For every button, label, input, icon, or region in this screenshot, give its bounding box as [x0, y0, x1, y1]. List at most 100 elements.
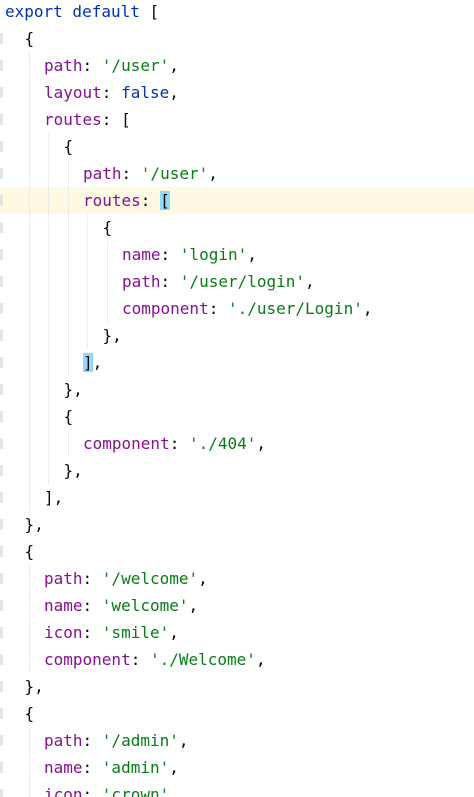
- indent-guide: [48, 349, 49, 376]
- code-line[interactable]: ],: [0, 349, 474, 376]
- code-line[interactable]: {: [0, 25, 474, 52]
- fold-marker[interactable]: [0, 357, 3, 368]
- punctuation-token: ,: [169, 785, 179, 797]
- indent-guide: [28, 79, 30, 106]
- indent-guide: [67, 160, 69, 187]
- code-text: routes: [: [44, 106, 131, 133]
- property-name-token: routes: [83, 191, 141, 210]
- fold-marker[interactable]: [0, 384, 3, 395]
- code-text: name: 'admin',: [44, 754, 179, 781]
- code-line[interactable]: icon: 'crown',: [0, 781, 474, 797]
- punctuation-token: ,: [305, 272, 315, 291]
- code-text: {: [64, 403, 74, 430]
- punctuation-token: {: [63, 137, 74, 156]
- code-text: },: [64, 376, 83, 403]
- code-line[interactable]: path: '/user',: [0, 160, 474, 187]
- code-line[interactable]: component: './404',: [0, 430, 474, 457]
- code-line[interactable]: {: [0, 214, 474, 241]
- punctuation-token: :: [140, 191, 161, 210]
- code-line[interactable]: {: [0, 403, 474, 430]
- code-text: {: [25, 25, 35, 52]
- code-line[interactable]: name: 'admin',: [0, 754, 474, 781]
- code-line[interactable]: routes: [: [0, 187, 474, 214]
- fold-marker[interactable]: [0, 492, 3, 503]
- code-line[interactable]: path: '/user',: [0, 52, 474, 79]
- fold-marker[interactable]: [0, 627, 3, 638]
- code-text: component: './Welcome',: [44, 646, 266, 673]
- string-literal-token: './Welcome': [149, 650, 256, 669]
- indent-guide: [28, 754, 30, 781]
- code-line[interactable]: },: [0, 511, 474, 538]
- fold-marker[interactable]: [0, 249, 3, 260]
- punctuation-token: ,: [169, 758, 179, 777]
- fold-marker[interactable]: [0, 276, 3, 287]
- punctuation-token: ,: [169, 56, 179, 75]
- code-line[interactable]: component: './user/Login',: [0, 295, 474, 322]
- code-line[interactable]: name: 'login',: [0, 241, 474, 268]
- code-line[interactable]: {: [0, 700, 474, 727]
- fold-marker[interactable]: [0, 735, 3, 746]
- fold-marker[interactable]: [0, 33, 3, 44]
- indent-guide: [48, 241, 49, 268]
- code-line[interactable]: },: [0, 457, 474, 484]
- indent-guide: [87, 241, 88, 268]
- code-line[interactable]: path: '/user/login',: [0, 268, 474, 295]
- fold-marker[interactable]: [0, 681, 3, 692]
- indent-guide: [67, 268, 69, 295]
- indent-guide: [48, 187, 49, 214]
- code-text: },: [25, 673, 44, 700]
- code-line[interactable]: path: '/admin',: [0, 727, 474, 754]
- fold-marker[interactable]: [0, 114, 3, 125]
- fold-marker[interactable]: [0, 789, 3, 797]
- fold-marker[interactable]: [0, 141, 3, 152]
- indent-guide: [67, 187, 69, 214]
- code-line[interactable]: {: [0, 133, 474, 160]
- code-line[interactable]: },: [0, 673, 474, 700]
- code-line[interactable]: ],: [0, 484, 474, 511]
- punctuation-token: :: [82, 569, 102, 588]
- fold-marker[interactable]: [0, 708, 3, 719]
- code-line[interactable]: component: './Welcome',: [0, 646, 474, 673]
- fold-marker[interactable]: [0, 762, 3, 773]
- punctuation-token: {: [24, 29, 35, 48]
- fold-marker[interactable]: [0, 438, 3, 449]
- indent-guide: [48, 160, 49, 187]
- fold-marker[interactable]: [0, 330, 3, 341]
- fold-marker[interactable]: [0, 60, 3, 71]
- code-line[interactable]: icon: 'smile',: [0, 619, 474, 646]
- indent-guide: [87, 214, 88, 241]
- punctuation-token: },: [63, 461, 83, 480]
- fold-marker[interactable]: [0, 411, 3, 422]
- code-line[interactable]: routes: [: [0, 106, 474, 133]
- fold-marker[interactable]: [0, 87, 3, 98]
- code-line[interactable]: },: [0, 322, 474, 349]
- code-text: },: [25, 511, 44, 538]
- fold-marker[interactable]: [0, 573, 3, 584]
- fold-marker[interactable]: [0, 195, 3, 206]
- indent-guide: [28, 484, 30, 511]
- punctuation-token: ,: [208, 164, 218, 183]
- code-line[interactable]: export default [: [0, 0, 474, 25]
- string-literal-token: '/user/login': [179, 272, 306, 291]
- indent-guide: [48, 457, 49, 484]
- code-line[interactable]: name: 'welcome',: [0, 592, 474, 619]
- fold-marker[interactable]: [0, 222, 3, 233]
- fold-marker[interactable]: [0, 654, 3, 665]
- indent-guide: [28, 322, 30, 349]
- code-text: routes: [: [83, 187, 170, 214]
- indent-guide: [28, 457, 30, 484]
- code-line[interactable]: path: '/welcome',: [0, 565, 474, 592]
- fold-marker[interactable]: [0, 465, 3, 476]
- code-line[interactable]: layout: false,: [0, 79, 474, 106]
- punctuation-token: ,: [169, 83, 179, 102]
- fold-marker[interactable]: [0, 546, 3, 557]
- fold-marker[interactable]: [0, 600, 3, 611]
- fold-marker[interactable]: [0, 168, 3, 179]
- string-literal-token: './user/Login': [227, 299, 363, 318]
- fold-marker[interactable]: [0, 303, 3, 314]
- code-line[interactable]: },: [0, 376, 474, 403]
- code-line[interactable]: {: [0, 538, 474, 565]
- code-text: {: [103, 214, 113, 241]
- fold-marker[interactable]: [0, 519, 3, 530]
